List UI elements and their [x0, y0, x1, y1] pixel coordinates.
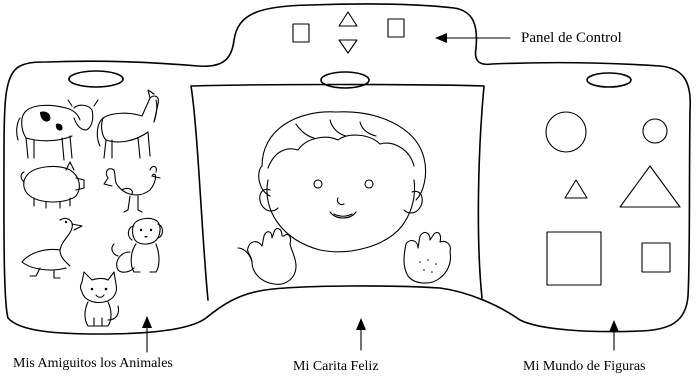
- circle-large[interactable]: [546, 112, 586, 152]
- dog-icon[interactable]: [112, 218, 163, 272]
- arrow-animales: [142, 316, 152, 352]
- label-panel-de-control: Panel de Control: [521, 30, 622, 47]
- horse-icon[interactable]: [97, 90, 158, 158]
- square-large[interactable]: [547, 232, 601, 285]
- left-speaker-oval: [69, 71, 123, 87]
- rooster-icon[interactable]: [104, 166, 160, 212]
- square-button-left[interactable]: [293, 24, 309, 42]
- arrow-panel-de-control: [435, 33, 510, 43]
- down-arrow-button[interactable]: [339, 40, 357, 53]
- duck-icon[interactable]: [22, 218, 82, 278]
- happy-face[interactable]: [259, 112, 426, 252]
- center-speaker-oval: [321, 72, 369, 88]
- triangle-small[interactable]: [565, 180, 587, 198]
- circle-small[interactable]: [643, 119, 667, 143]
- triangle-large[interactable]: [620, 166, 680, 207]
- arrow-carita: [356, 318, 366, 350]
- square-button-right[interactable]: [388, 19, 404, 37]
- arrow-figuras: [609, 320, 619, 350]
- cat-icon[interactable]: [81, 272, 119, 326]
- pig-icon[interactable]: [21, 162, 84, 208]
- label-mundo-de-figuras: Mi Mundo de Figuras: [523, 359, 646, 375]
- cow-icon[interactable]: [17, 100, 98, 160]
- center-screen-border: [191, 85, 484, 301]
- label-carita-feliz: Mi Carita Feliz: [293, 359, 379, 375]
- up-arrow-button[interactable]: [339, 12, 357, 26]
- right-hand[interactable]: [404, 232, 451, 283]
- square-small[interactable]: [642, 243, 670, 272]
- right-speaker-oval: [587, 73, 631, 87]
- left-hand[interactable]: [238, 229, 296, 285]
- label-animales: Mis Amiguitos los Animales: [13, 356, 173, 372]
